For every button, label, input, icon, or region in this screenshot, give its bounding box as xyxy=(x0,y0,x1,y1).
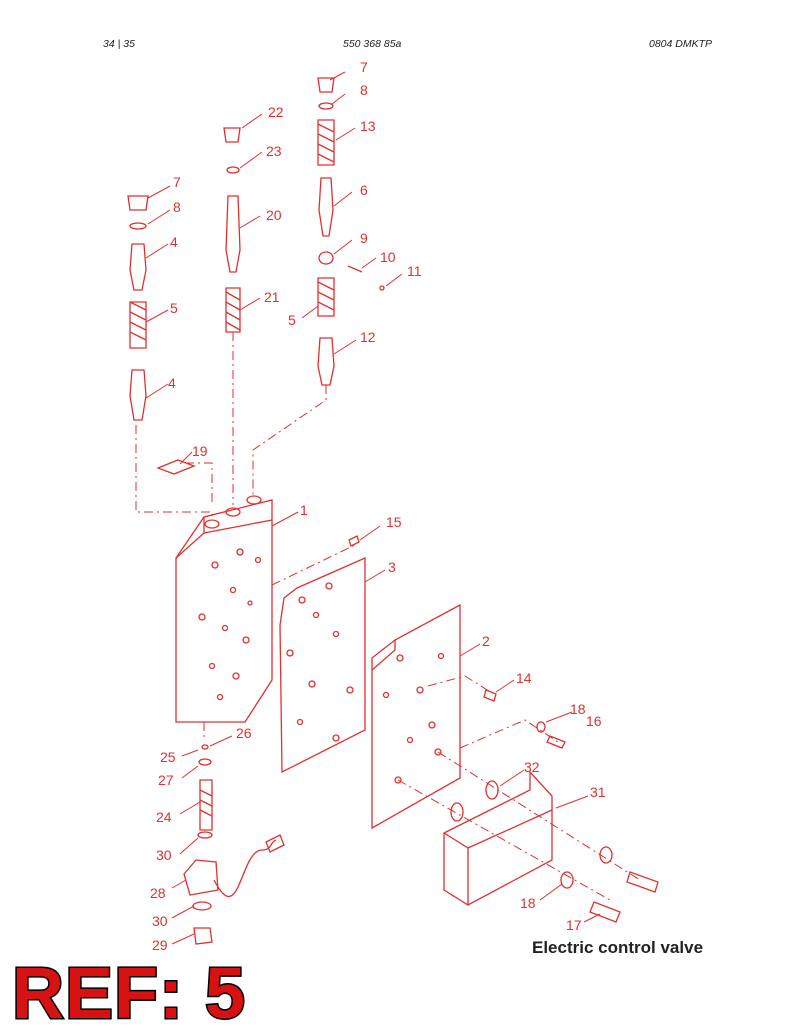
callout-13: 13 xyxy=(360,118,376,134)
part-16-screw xyxy=(546,735,566,749)
callout-30: 30 xyxy=(152,913,168,929)
callout-4: 4 xyxy=(170,234,178,250)
callout-24: 24 xyxy=(156,809,172,825)
part-31-bracket xyxy=(443,770,553,906)
callout-31: 31 xyxy=(590,784,606,800)
callout-6: 6 xyxy=(360,182,368,198)
callout-30: 30 xyxy=(156,847,172,863)
header-page-number: 34 | 35 xyxy=(103,38,135,50)
callout-8: 8 xyxy=(360,82,368,98)
callout-7: 7 xyxy=(360,59,368,75)
header-document-number: 550 368 85a xyxy=(343,38,402,50)
header-document-code: 0804 DMKTP xyxy=(649,38,713,50)
callout-8: 8 xyxy=(173,199,181,215)
callout-16: 16 xyxy=(586,713,602,729)
ref-label: REF: 5 xyxy=(10,954,247,1034)
part-18-washers xyxy=(536,721,613,889)
callout-12: 12 xyxy=(360,329,376,345)
alignment-line-15 xyxy=(271,544,356,586)
callout-2: 2 xyxy=(482,633,490,649)
callout-14: 14 xyxy=(516,670,532,686)
alignment-line-16 xyxy=(459,719,559,749)
part-1-valve-body xyxy=(175,495,273,723)
callout-1: 1 xyxy=(300,502,308,518)
callout-10: 10 xyxy=(380,249,396,265)
callout-26: 26 xyxy=(236,725,252,741)
callout-5: 5 xyxy=(288,312,296,328)
callout-9: 9 xyxy=(360,230,368,246)
callout-22: 22 xyxy=(268,104,284,120)
callout-21: 21 xyxy=(264,289,280,305)
callout-32: 32 xyxy=(524,759,540,775)
callout-4: 4 xyxy=(168,375,176,391)
callout-5: 5 xyxy=(170,300,178,316)
callout-7: 7 xyxy=(173,174,181,190)
alignment-line-17 xyxy=(397,779,611,901)
callout-23: 23 xyxy=(266,143,282,159)
callout-3: 3 xyxy=(388,559,396,575)
alignment-line-left xyxy=(135,425,213,520)
callout-28: 28 xyxy=(150,885,166,901)
callout-17: 17 xyxy=(566,917,582,933)
callout-29: 29 xyxy=(152,937,168,953)
part-32-spacers xyxy=(450,780,499,822)
callout-18: 18 xyxy=(570,701,586,717)
leader-lines xyxy=(145,71,601,945)
callout-19: 19 xyxy=(192,443,208,459)
callout-18: 18 xyxy=(520,895,536,911)
part-3-gasket xyxy=(279,557,366,774)
left-spool-stack xyxy=(127,195,149,421)
part-2-plate xyxy=(371,603,461,830)
callout-labels: 7 8 13 22 23 6 7 8 20 9 10 11 4 5 21 5 1… xyxy=(150,59,606,953)
callout-25: 25 xyxy=(160,749,176,765)
alignment-line-19 xyxy=(185,462,213,505)
right-spool-stack xyxy=(317,77,385,386)
alignment-line-14 xyxy=(427,675,493,694)
bottom-solenoid-stack xyxy=(183,744,285,945)
callout-20: 20 xyxy=(266,207,282,223)
callout-11: 11 xyxy=(407,263,422,279)
part-15-plug xyxy=(348,535,360,547)
part-17-bolts xyxy=(589,871,659,923)
figure-caption: Electric control valve xyxy=(532,938,704,957)
callout-27: 27 xyxy=(158,772,174,788)
part-14-screw xyxy=(483,689,497,702)
callout-15: 15 xyxy=(386,514,402,530)
middle-spool-stack xyxy=(223,127,241,333)
alignment-line-right xyxy=(252,385,327,497)
part-19-clip xyxy=(156,459,196,475)
